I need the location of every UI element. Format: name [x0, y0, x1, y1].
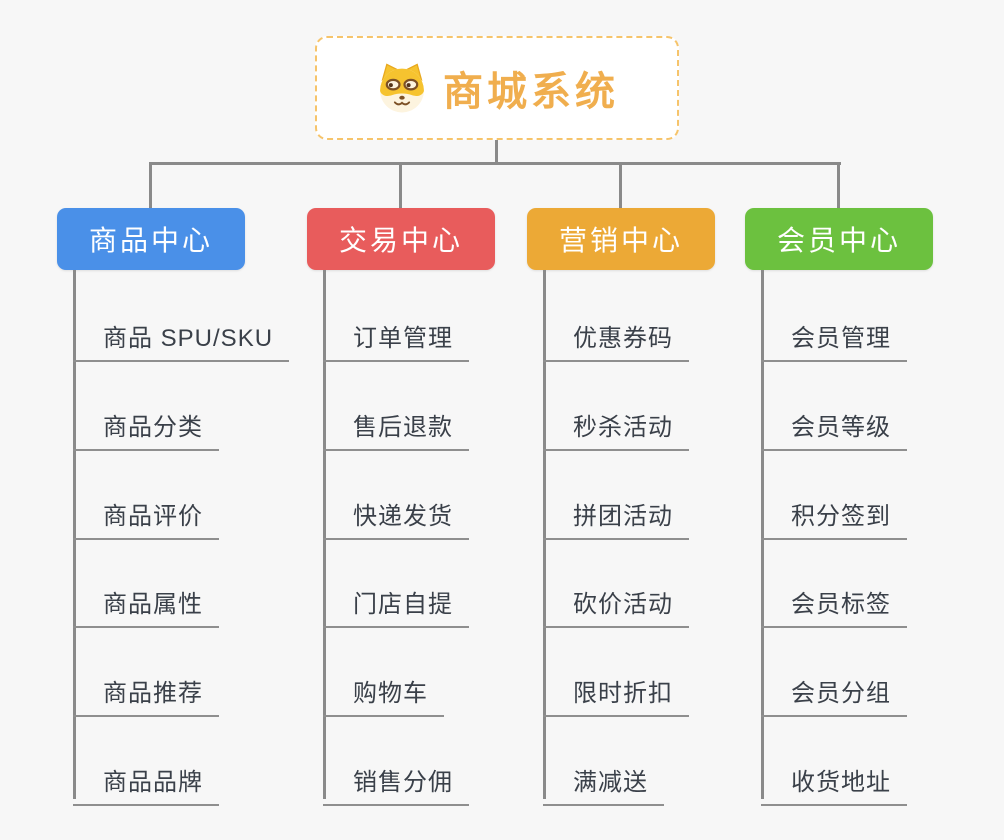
branch-drop-connector: [399, 162, 402, 210]
branch-label: 会员中心: [776, 225, 901, 256]
leaf-node[interactable]: 商品推荐: [73, 666, 219, 718]
branch-label: 营销中心: [558, 225, 683, 256]
leaf-node[interactable]: 订单管理: [323, 311, 469, 362]
leaf-node[interactable]: 收货地址: [761, 755, 907, 806]
leaf-node[interactable]: 售后退款: [323, 400, 469, 451]
branch-label: 交易中心: [338, 225, 463, 256]
leaf-node[interactable]: 会员标签: [761, 577, 907, 629]
branch-node-4[interactable]: 会员中心: [745, 208, 933, 270]
branch-drop-connector: [837, 162, 840, 210]
column-connector-line: [323, 270, 326, 799]
leaf-node[interactable]: 购物车: [323, 666, 444, 718]
leaf-node[interactable]: 砍价活动: [543, 577, 689, 629]
leaf-node[interactable]: 商品 SPU/SKU: [73, 311, 290, 362]
column-connector-line: [543, 270, 546, 799]
branch-node-3[interactable]: 营销中心: [527, 208, 715, 270]
leaf-node[interactable]: 快递发货: [323, 489, 469, 540]
leaf-node[interactable]: 会员分组: [761, 666, 907, 718]
shiba-dog-icon: [380, 63, 424, 113]
column-connector-line: [73, 270, 76, 799]
leaf-node[interactable]: 商品品牌: [73, 755, 219, 806]
leaf-node[interactable]: 门店自提: [323, 577, 469, 629]
branch-node-2[interactable]: 交易中心: [307, 208, 495, 270]
leaf-node[interactable]: 商品分类: [73, 400, 219, 451]
leaf-node[interactable]: 满减送: [543, 755, 664, 806]
leaf-node[interactable]: 优惠券码: [543, 311, 689, 362]
branch-label: 商品中心: [88, 225, 213, 256]
leaf-node[interactable]: 拼团活动: [543, 489, 689, 540]
leaf-node[interactable]: 限时折扣: [543, 666, 689, 718]
branch-drop-connector: [619, 162, 622, 210]
root-node[interactable]: 商城系统: [315, 36, 679, 140]
leaf-node[interactable]: 积分签到: [761, 489, 907, 540]
branch-connector-rail: [149, 162, 841, 165]
leaf-node[interactable]: 会员管理: [761, 311, 907, 362]
leaf-node[interactable]: 销售分佣: [323, 755, 469, 806]
leaf-node[interactable]: 秒杀活动: [543, 400, 689, 451]
column-connector-line: [761, 270, 764, 799]
leaf-node[interactable]: 商品评价: [73, 489, 219, 540]
branch-node-1[interactable]: 商品中心: [57, 208, 245, 270]
leaf-node[interactable]: 会员等级: [761, 400, 907, 451]
root-title: 商城系统: [443, 70, 619, 114]
leaf-node[interactable]: 商品属性: [73, 577, 219, 629]
root-connector-stub: [495, 140, 498, 164]
branch-drop-connector: [149, 162, 152, 210]
